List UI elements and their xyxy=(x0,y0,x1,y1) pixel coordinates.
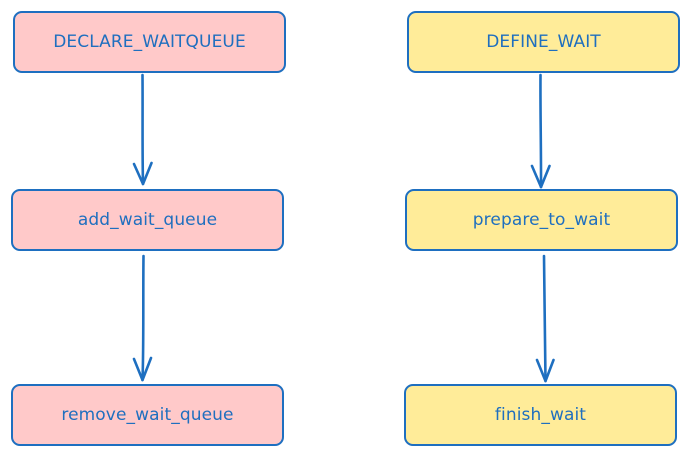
node-define-wait-label: DEFINE_WAIT xyxy=(486,32,601,52)
node-declare-waitqueue: DECLARE_WAITQUEUE xyxy=(13,11,286,73)
arrow-declare-to-add xyxy=(132,73,153,186)
node-prepare-to-wait: prepare_to_wait xyxy=(405,189,678,251)
node-declare-waitqueue-label: DECLARE_WAITQUEUE xyxy=(53,32,246,52)
node-prepare-to-wait-label: prepare_to_wait xyxy=(472,210,611,230)
node-finish-wait: finish_wait xyxy=(404,384,677,446)
node-remove-wait-queue-label: remove_wait_queue xyxy=(61,405,234,425)
arrow-prepare-to-finish xyxy=(535,254,555,383)
node-define-wait: DEFINE_WAIT xyxy=(407,11,680,73)
node-add-wait-queue: add_wait_queue xyxy=(11,189,284,251)
node-finish-wait-label: finish_wait xyxy=(494,405,587,425)
arrow-add-to-remove xyxy=(132,254,153,382)
node-add-wait-queue-label: add_wait_queue xyxy=(77,210,218,230)
node-remove-wait-queue: remove_wait_queue xyxy=(11,384,284,446)
arrow-define-to-prepare xyxy=(530,73,551,189)
